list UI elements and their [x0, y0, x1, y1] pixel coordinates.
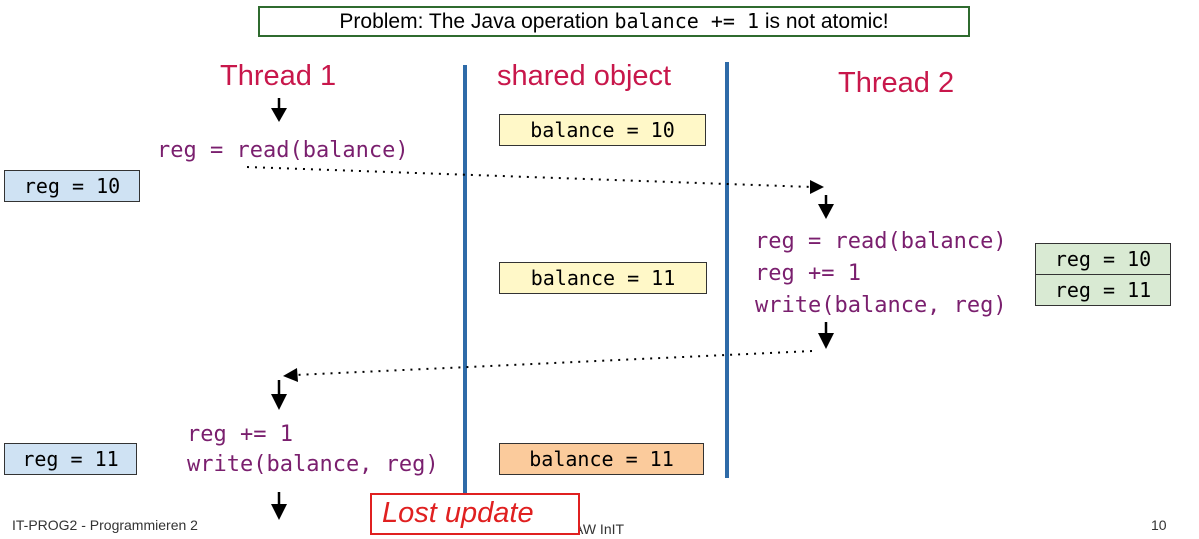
thread2-register-box: reg = 11 [1035, 274, 1171, 306]
shared-balance-box: balance = 11 [499, 262, 707, 294]
thread1-register-box: reg = 11 [4, 443, 137, 475]
lost-update-callout: Lost update [370, 493, 580, 535]
arrow-down-icon [818, 322, 834, 349]
heading-thread-1: Thread 1 [220, 60, 337, 92]
heading-shared-object: shared object [497, 60, 672, 92]
arrow-down-icon [271, 98, 287, 122]
footer-page-number: 10 [1151, 517, 1167, 533]
heading-thread-2: Thread 2 [838, 67, 955, 99]
footer-course: IT-PROG2 - Programmieren 2 [12, 517, 198, 533]
thread2-increment-statement: reg += 1 [755, 261, 861, 286]
shared-balance-box-lost: balance = 11 [499, 443, 704, 475]
problem-prefix: Problem: The Java operation [339, 10, 615, 33]
arrow-down-icon [818, 195, 834, 219]
thread1-register-box: reg = 10 [4, 170, 140, 202]
thread1-write-statement: write(balance, reg) [187, 452, 439, 477]
thread2-read-statement: reg = read(balance) [755, 229, 1007, 254]
dotted-transfer-arrow [283, 350, 813, 382]
thread2-write-statement: write(balance, reg) [755, 293, 1007, 318]
problem-suffix: is not atomic! [759, 10, 889, 33]
dotted-transfer-arrow [246, 166, 824, 194]
shared-balance-box: balance = 10 [499, 114, 706, 146]
problem-banner: Problem: The Java operation balance += 1… [258, 6, 970, 37]
arrow-down-icon [271, 492, 287, 520]
problem-code: balance += 1 [614, 9, 760, 33]
thread2-register-box: reg = 10 [1035, 243, 1171, 275]
thread1-increment-statement: reg += 1 [187, 422, 293, 447]
thread1-read-statement: reg = read(balance) [157, 138, 409, 163]
arrow-down-icon [271, 380, 287, 410]
